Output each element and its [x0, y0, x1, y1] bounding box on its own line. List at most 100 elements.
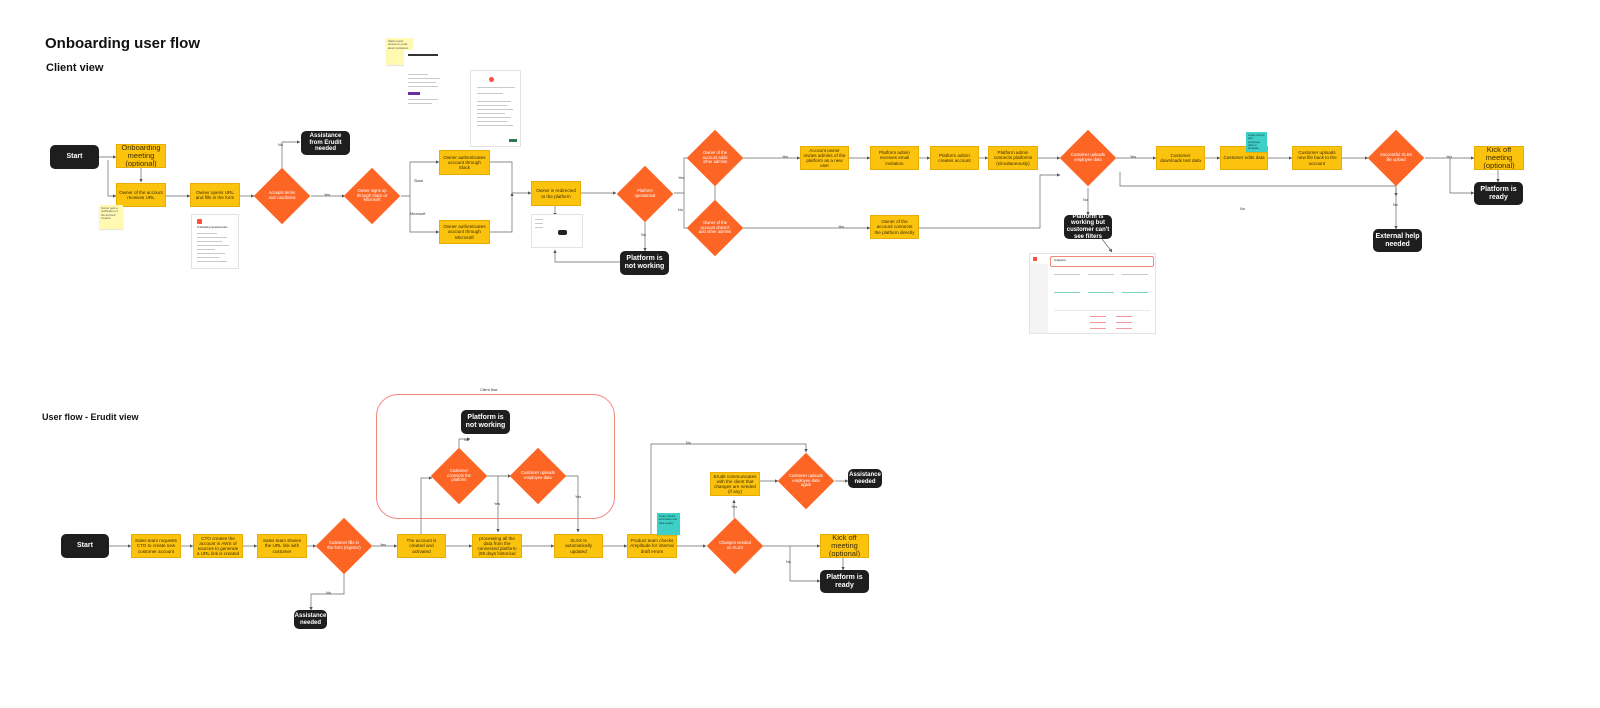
form-thumbnail: Onboarding Questionnaire: [191, 214, 239, 269]
consent-button: [509, 139, 517, 142]
edge: [420, 476, 433, 534]
assistance-erudit-node: Assistance from Erudit needed: [301, 131, 350, 155]
opens-url-node: Owner opens URL and fills in the form: [190, 183, 240, 207]
external-help-node: External help needed: [1373, 229, 1422, 252]
edge-label-yes: Yes: [678, 176, 685, 180]
edge: [1101, 238, 1113, 253]
owner-adds-admins-decision: Owner of the account adds other admins: [686, 129, 744, 187]
sales-requests-node: Sales team requests CTO to create new cu…: [131, 534, 181, 558]
edge: [281, 140, 301, 168]
edge: [490, 192, 514, 233]
edge-label-no: No: [678, 208, 683, 212]
customer-fills-decision: Customer fills in the form (register): [315, 517, 373, 575]
edge-label-slack: Slack: [414, 179, 424, 183]
edge-label-microsoft: Microsoft: [410, 212, 426, 216]
edge-label-no: No: [278, 143, 283, 147]
edge-label-no: No: [686, 441, 691, 445]
accepts-terms-decision: Accepts terms and conditions: [253, 167, 311, 225]
communicates-node: Erudit communicates with the client that…: [710, 472, 760, 496]
edge-label-yes: Yes: [731, 505, 738, 509]
platform-ready-node: Platform is ready: [820, 570, 869, 593]
section-title-erudit: User flow - Erudit view: [42, 412, 139, 422]
edge-label-no: No: [464, 438, 469, 442]
dashboard-highlight: [1050, 256, 1154, 267]
edge-label-yes: Yes: [575, 495, 582, 499]
assistance-node: Assistance needed: [294, 610, 327, 629]
platform-not-working-node: Platform is not working: [620, 251, 669, 275]
dashboard-logo: [1033, 257, 1037, 261]
section-title-client: Client view: [46, 62, 104, 74]
onboarding-meeting-node: Onboarding meeting (optional): [116, 144, 166, 168]
platform-working-node: Platform is working but customer can't s…: [1064, 215, 1112, 239]
admin-receives-node: Platform admin receives email invitation: [870, 146, 919, 170]
uploads-data-decision: Customer uploads employee data: [1059, 129, 1117, 187]
sticky-note: Owner gets a notification of the account…: [99, 205, 123, 229]
edge: [789, 546, 821, 583]
start-node: Start: [61, 534, 109, 558]
successful-upload-decision: Successful XLSX file upload: [1367, 129, 1425, 187]
xlsx-updated-node: XLSX is automatically updated: [554, 534, 603, 558]
edge-label-yes: Yes: [380, 543, 387, 547]
uploads-new-node: Customer uploads new file back to the ac…: [1292, 146, 1342, 170]
edge-label-no: No: [1083, 198, 1088, 202]
email-button: [408, 92, 420, 95]
auth-microsoft-node: Owner authenticates account through Micr…: [439, 220, 490, 244]
platform-operational-decision: Platform operational: [616, 165, 674, 223]
edge: [919, 173, 1061, 229]
owner-receives-url-node: Owner of the account receives URL: [116, 183, 166, 207]
edge: [650, 443, 808, 534]
edge: [458, 437, 471, 449]
not-working-node: Platform is not working: [461, 410, 510, 434]
edge-label-yes: Yes: [1446, 155, 1453, 159]
edge: [490, 161, 532, 195]
edge-label-no: No: [786, 560, 791, 564]
edge: [409, 196, 440, 234]
starts-processing-node: Erudit starts processing all the data fr…: [472, 534, 522, 558]
edge-label-yes: Yes: [838, 225, 845, 229]
edge: [1119, 172, 1398, 197]
assistance-needed-node: Assistance needed: [848, 469, 882, 488]
sticky-note: Team checks anomalies and data quality: [657, 513, 680, 535]
edge: [401, 160, 440, 197]
form-title: Onboarding Questionnaire: [197, 226, 228, 229]
edge: [309, 574, 345, 611]
form-logo: [197, 219, 202, 224]
edge: [566, 475, 580, 533]
email-thumbnail: [404, 50, 446, 114]
edge-label-yes: Yes: [324, 193, 331, 197]
edge-label-yes: Yes: [1130, 155, 1137, 159]
auth-slack-node: Owner authenticates account through Slac…: [439, 150, 490, 175]
edge-label-no: No: [1393, 203, 1398, 207]
redirected-node: Owner is redirected to the platform: [531, 181, 581, 206]
connects-platform-decision: Customer connects the platform: [430, 447, 488, 505]
page-title: Onboarding user flow: [45, 35, 201, 52]
admin-connects-node: Platform admin connects platforms (simul…: [988, 146, 1038, 170]
consent-logo: [489, 77, 494, 82]
sales-shares-node: Sales team shares the URL link with cust…: [257, 534, 307, 558]
edge: [107, 160, 117, 198]
platform-ready-node: Platform is ready: [1474, 182, 1523, 205]
signs-up-decision: Owner signs up through Slack or Microsof…: [343, 167, 401, 225]
edge: [1449, 158, 1475, 195]
dashboard-thumbnail: Analytics: [1029, 253, 1156, 334]
kick-off-node: Kick off meeting (optional): [820, 534, 869, 558]
edge-label-no: No: [641, 233, 646, 237]
kick-off-node: Kick off meeting (optional): [1474, 146, 1524, 170]
account-activated-node: The account is created and activated: [397, 534, 446, 558]
uploads-employee-decision: Customer uploads employee data: [509, 447, 567, 505]
downloads-template-node: Customer downloads test data: [1156, 146, 1205, 170]
admin-creates-node: Platform admin creates account: [930, 146, 979, 170]
admin-invites-node: Account owner invites admins of the plat…: [800, 146, 849, 170]
client-flow-group: [376, 394, 615, 519]
dashboard-sidebar: [1030, 264, 1048, 333]
cto-creates-node: CTO creates the account in AWS of source…: [193, 534, 243, 558]
uploads-again-decision: Customer uploads employee data again: [777, 452, 835, 510]
consent-thumbnail: [470, 70, 521, 147]
platform-illustration: [558, 230, 567, 235]
sticky-note: Guide how to edit employee data in templ…: [1246, 132, 1267, 152]
edge-label-yes: Yes: [494, 502, 501, 506]
edge-label-no: No: [326, 591, 331, 595]
edge-label-yes: Yes: [782, 155, 789, 159]
platform-thumbnail: [531, 214, 583, 248]
